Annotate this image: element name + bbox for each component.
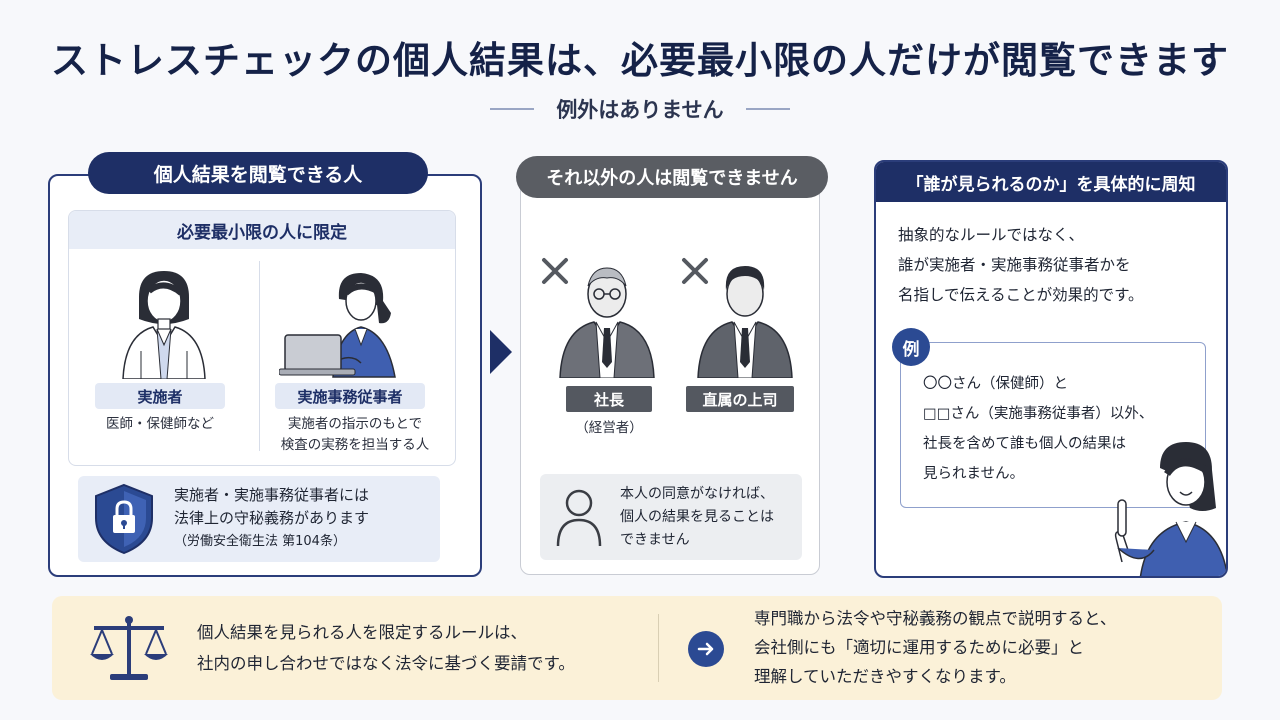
consent-line3: できません bbox=[620, 532, 690, 548]
duty-line1: 実施者・実施事務従事者には bbox=[174, 486, 370, 504]
confidentiality-text: 実施者・実施事務従事者には 法律上の守秘義務があります （労働安全衛生法 第10… bbox=[174, 484, 369, 553]
tip-line3: 理解していただきやすくなります。 bbox=[754, 667, 1016, 686]
non-viewers-header: それ以外の人は閲覧できません bbox=[516, 156, 828, 198]
label-president-sub: （経営者） bbox=[575, 420, 643, 436]
subtitle-row: 例外はありません bbox=[0, 92, 1280, 126]
desc-staff-line2: 検査の実務を担当する人 bbox=[280, 437, 430, 453]
cross-icon bbox=[682, 258, 708, 284]
arrow-right-triangle bbox=[490, 330, 512, 374]
notification-line2: 誰が実施者・実施事務従事者かを bbox=[898, 256, 1131, 274]
subtitle-rule-left bbox=[490, 108, 535, 110]
authorized-header: 個人結果を閲覧できる人 bbox=[88, 152, 428, 194]
example-line2: □□さん（実施事務従事者）以外、 bbox=[923, 406, 1154, 422]
example-line4: 見られません。 bbox=[923, 466, 1025, 482]
consent-line1: 本人の同意がなければ、 bbox=[620, 486, 774, 502]
legal-basis-line1: 個人結果を見られる人を限定するルールは、 bbox=[197, 623, 527, 642]
example-line1: 〇〇さん（保健師）と bbox=[923, 376, 1068, 392]
arrow-right-icon bbox=[688, 631, 724, 667]
shield-lock-icon bbox=[95, 483, 153, 555]
inner-divider bbox=[259, 261, 260, 451]
explanation-tip-text: 専門職から法令や守秘義務の観点で説明すると、 会社側にも「適切に運用するために必… bbox=[754, 604, 1116, 691]
summary-bar: 個人結果を見られる人を限定するルールは、 社内の申し合わせではなく法令に基づく要… bbox=[52, 596, 1222, 700]
person-outline-icon bbox=[556, 489, 602, 547]
notification-text: 抽象的なルールではなく、 誰が実施者・実施事務従事者かを 名指しで伝えることが効… bbox=[898, 220, 1144, 310]
panel-notification: 「誰が見られるのか」を具体的に周知 抽象的なルールではなく、 誰が実施者・実施事… bbox=[874, 160, 1228, 578]
page-title: ストレスチェックの個人結果は、必要最小限の人だけが閲覧できます bbox=[51, 39, 1229, 82]
staff-illustration bbox=[279, 273, 396, 378]
cross-icon bbox=[542, 258, 568, 284]
notification-line1: 抽象的なルールではなく、 bbox=[898, 226, 1085, 244]
legal-basis-line2: 社内の申し合わせではなく法令に基づく要請です。 bbox=[197, 654, 575, 673]
summary-divider bbox=[658, 614, 659, 682]
label-practitioner: 実施者 bbox=[95, 383, 225, 409]
subtitle-rule-right bbox=[745, 108, 790, 110]
subtitle: 例外はありません bbox=[556, 98, 724, 122]
label-supervisor: 直属の上司 bbox=[686, 386, 794, 412]
desc-practitioner: 医師・保健師など bbox=[106, 416, 214, 432]
minimum-people-box: 必要最小限の人に限定 実施者 医師・保健師など 実施事務従事者 実施者の指示のも… bbox=[68, 210, 456, 466]
supervisor-illustration bbox=[697, 266, 793, 378]
pointing-woman-illustration bbox=[1114, 442, 1226, 576]
doctor-illustration bbox=[122, 271, 206, 379]
label-staff: 実施事務従事者 bbox=[275, 383, 425, 409]
example-box: 〇〇さん（保健師）と □□さん（実施事務従事者）以外、 社長を含めて誰も個人の結… bbox=[900, 342, 1206, 508]
tip-line1: 専門職から法令や守秘義務の観点で説明すると、 bbox=[754, 609, 1117, 628]
tip-line2: 会社側にも「適切に運用するために必要」と bbox=[754, 638, 1084, 657]
notification-header: 「誰が見られるのか」を具体的に周知 bbox=[876, 162, 1226, 202]
confidentiality-box: 実施者・実施事務従事者には 法律上の守秘義務があります （労働安全衛生法 第10… bbox=[78, 476, 440, 562]
president-illustration bbox=[559, 267, 655, 378]
consent-text: 本人の同意がなければ、 個人の結果を見ることは できません bbox=[620, 483, 774, 552]
example-text: 〇〇さん（保健師）と □□さん（実施事務従事者）以外、 社長を含めて誰も個人の結… bbox=[923, 369, 1153, 489]
desc-staff-line1: 実施者の指示のもとで bbox=[287, 416, 423, 432]
example-badge: 例 bbox=[892, 328, 930, 366]
notification-line3: 名指しで伝えることが効果的です。 bbox=[898, 286, 1144, 304]
label-president: 社長 bbox=[566, 386, 652, 412]
consent-box: 本人の同意がなければ、 個人の結果を見ることは できません bbox=[540, 474, 802, 560]
legal-basis-text: 個人結果を見られる人を限定するルールは、 社内の申し合わせではなく法令に基づく要… bbox=[197, 617, 575, 679]
duty-law: （労働安全衛生法 第104条） bbox=[174, 534, 346, 549]
duty-line2: 法律上の守秘義務があります bbox=[174, 509, 370, 527]
minimum-people-header: 必要最小限の人に限定 bbox=[69, 211, 455, 249]
scales-icon bbox=[90, 616, 168, 680]
consent-line2: 個人の結果を見ることは bbox=[620, 509, 774, 525]
example-line3: 社長を含めて誰も個人の結果は bbox=[923, 436, 1126, 452]
